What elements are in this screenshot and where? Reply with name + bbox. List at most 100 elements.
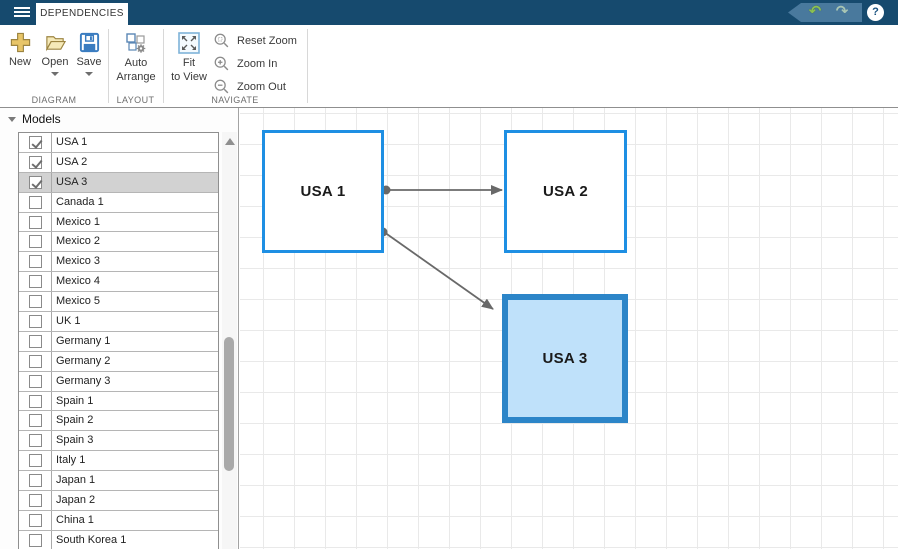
diagram-node[interactable]: USA 1 [262, 130, 384, 253]
model-name[interactable]: Italy 1 [56, 454, 86, 467]
model-row[interactable]: Mexico 4 [19, 272, 218, 293]
checkbox-cell [19, 431, 52, 451]
scroll-up-arrow-icon[interactable] [225, 138, 235, 145]
models-scrollbar[interactable] [222, 132, 237, 549]
model-name[interactable]: South Korea 1 [56, 533, 127, 546]
models-panel-title: Models [22, 112, 61, 126]
model-row[interactable]: Spain 1 [19, 391, 218, 412]
model-checkbox[interactable] [28, 215, 42, 229]
model-checkbox[interactable] [28, 334, 42, 348]
open-button[interactable]: Open [37, 31, 73, 76]
zoom-in-icon [214, 56, 229, 70]
model-checkbox[interactable] [28, 474, 42, 488]
model-row[interactable]: South Korea 1 [19, 530, 218, 549]
model-name[interactable]: Germany 2 [56, 354, 111, 367]
model-row[interactable]: Mexico 3 [19, 252, 218, 273]
model-checkbox[interactable] [28, 195, 42, 209]
model-name[interactable]: Mexico 3 [56, 255, 101, 268]
redo-icon[interactable]: ↷ [835, 3, 849, 20]
model-checkbox[interactable] [28, 394, 42, 408]
tab-dependencies[interactable]: DEPENDENCIES [36, 3, 128, 25]
model-name[interactable]: Japan 1 [56, 474, 96, 487]
model-checkbox[interactable] [28, 314, 42, 328]
model-name[interactable]: Germany 3 [56, 374, 111, 387]
save-button[interactable]: Save [72, 31, 106, 76]
model-checkbox[interactable] [28, 155, 42, 169]
reset-zoom-button[interactable]: Reset Zoom [213, 29, 307, 52]
model-row[interactable]: UK 1 [19, 312, 218, 332]
zoom-out-button[interactable]: Zoom Out [213, 75, 307, 98]
model-checkbox[interactable] [28, 454, 42, 468]
model-row[interactable]: China 1 [19, 510, 218, 531]
model-name[interactable]: Spain 1 [56, 394, 94, 407]
model-name[interactable]: Mexico 5 [56, 295, 101, 308]
save-dropdown-caret-icon[interactable] [85, 72, 93, 76]
checkbox-cell [19, 232, 52, 252]
new-button[interactable]: New [2, 31, 38, 68]
diagram-node[interactable]: USA 2 [504, 130, 627, 253]
model-row[interactable]: Mexico 2 [19, 232, 218, 253]
model-checkbox[interactable] [28, 275, 42, 289]
model-name[interactable]: USA 2 [56, 155, 88, 168]
model-row[interactable]: USA 1 [19, 133, 218, 153]
model-row[interactable]: USA 2 [19, 152, 218, 173]
model-row[interactable]: Japan 2 [19, 491, 218, 511]
checkbox-cell [19, 371, 52, 391]
model-checkbox[interactable] [28, 175, 42, 189]
model-row[interactable]: Mexico 5 [19, 292, 218, 313]
model-name[interactable]: UK 1 [56, 315, 81, 328]
model-checkbox[interactable] [28, 135, 42, 149]
model-name[interactable]: Japan 2 [56, 494, 96, 507]
model-checkbox[interactable] [28, 354, 42, 368]
model-name[interactable]: Spain 3 [56, 434, 94, 447]
model-row[interactable]: Germany 3 [19, 371, 218, 392]
model-row[interactable]: Italy 1 [19, 451, 218, 472]
model-name[interactable]: Canada 1 [56, 195, 104, 208]
checkbox-cell [19, 252, 52, 272]
model-name[interactable]: Mexico 1 [56, 215, 101, 228]
model-row[interactable]: Japan 1 [19, 471, 218, 492]
model-checkbox[interactable] [28, 374, 42, 388]
model-row[interactable]: USA 3 [19, 172, 218, 193]
model-name[interactable]: USA 1 [56, 136, 88, 148]
model-name[interactable]: USA 3 [56, 175, 88, 188]
auto-arrange-button[interactable]: Auto Arrange [110, 31, 162, 83]
model-name[interactable]: China 1 [56, 513, 94, 526]
help-button[interactable]: ? [867, 4, 884, 21]
open-label: Open [41, 56, 69, 68]
open-dropdown-caret-icon[interactable] [51, 72, 59, 76]
model-name[interactable]: Mexico 2 [56, 235, 101, 248]
zoom-in-button[interactable]: Zoom In [213, 52, 307, 75]
undo-icon[interactable]: ↶ [808, 3, 822, 20]
hamburger-icon [14, 7, 30, 9]
fit-to-view-label-line1: Fit [182, 57, 196, 69]
fit-to-view-icon [178, 32, 200, 54]
model-row[interactable]: Germany 2 [19, 351, 218, 372]
model-checkbox[interactable] [28, 235, 42, 249]
model-row[interactable]: Spain 2 [19, 411, 218, 432]
model-checkbox[interactable] [28, 295, 42, 309]
model-name[interactable]: Spain 2 [56, 414, 94, 427]
model-checkbox[interactable] [28, 493, 42, 507]
checkbox-cell [19, 272, 52, 292]
collapse-triangle-icon[interactable] [8, 117, 16, 122]
diagram-node[interactable]: USA 3 [502, 294, 628, 423]
hamburger-menu-button[interactable] [8, 0, 36, 25]
model-checkbox[interactable] [28, 513, 42, 527]
models-panel-header[interactable]: Models [0, 108, 238, 132]
diagram-canvas[interactable]: USA 1 USA 2 USA 3 [240, 108, 898, 549]
model-name[interactable]: Germany 1 [56, 334, 111, 347]
dependency-edge[interactable] [383, 231, 494, 310]
model-row[interactable]: Germany 1 [19, 331, 218, 352]
model-row[interactable]: Canada 1 [19, 192, 218, 213]
model-row[interactable]: Spain 3 [19, 431, 218, 452]
scrollbar-thumb[interactable] [224, 337, 234, 471]
model-row[interactable]: Mexico 1 [19, 212, 218, 233]
model-checkbox[interactable] [28, 434, 42, 448]
model-checkbox[interactable] [28, 414, 42, 428]
model-checkbox[interactable] [28, 533, 42, 547]
model-name[interactable]: Mexico 4 [56, 275, 101, 288]
checkbox-cell [19, 471, 52, 491]
fit-to-view-button[interactable]: Fit to View [166, 31, 212, 83]
model-checkbox[interactable] [28, 255, 42, 269]
